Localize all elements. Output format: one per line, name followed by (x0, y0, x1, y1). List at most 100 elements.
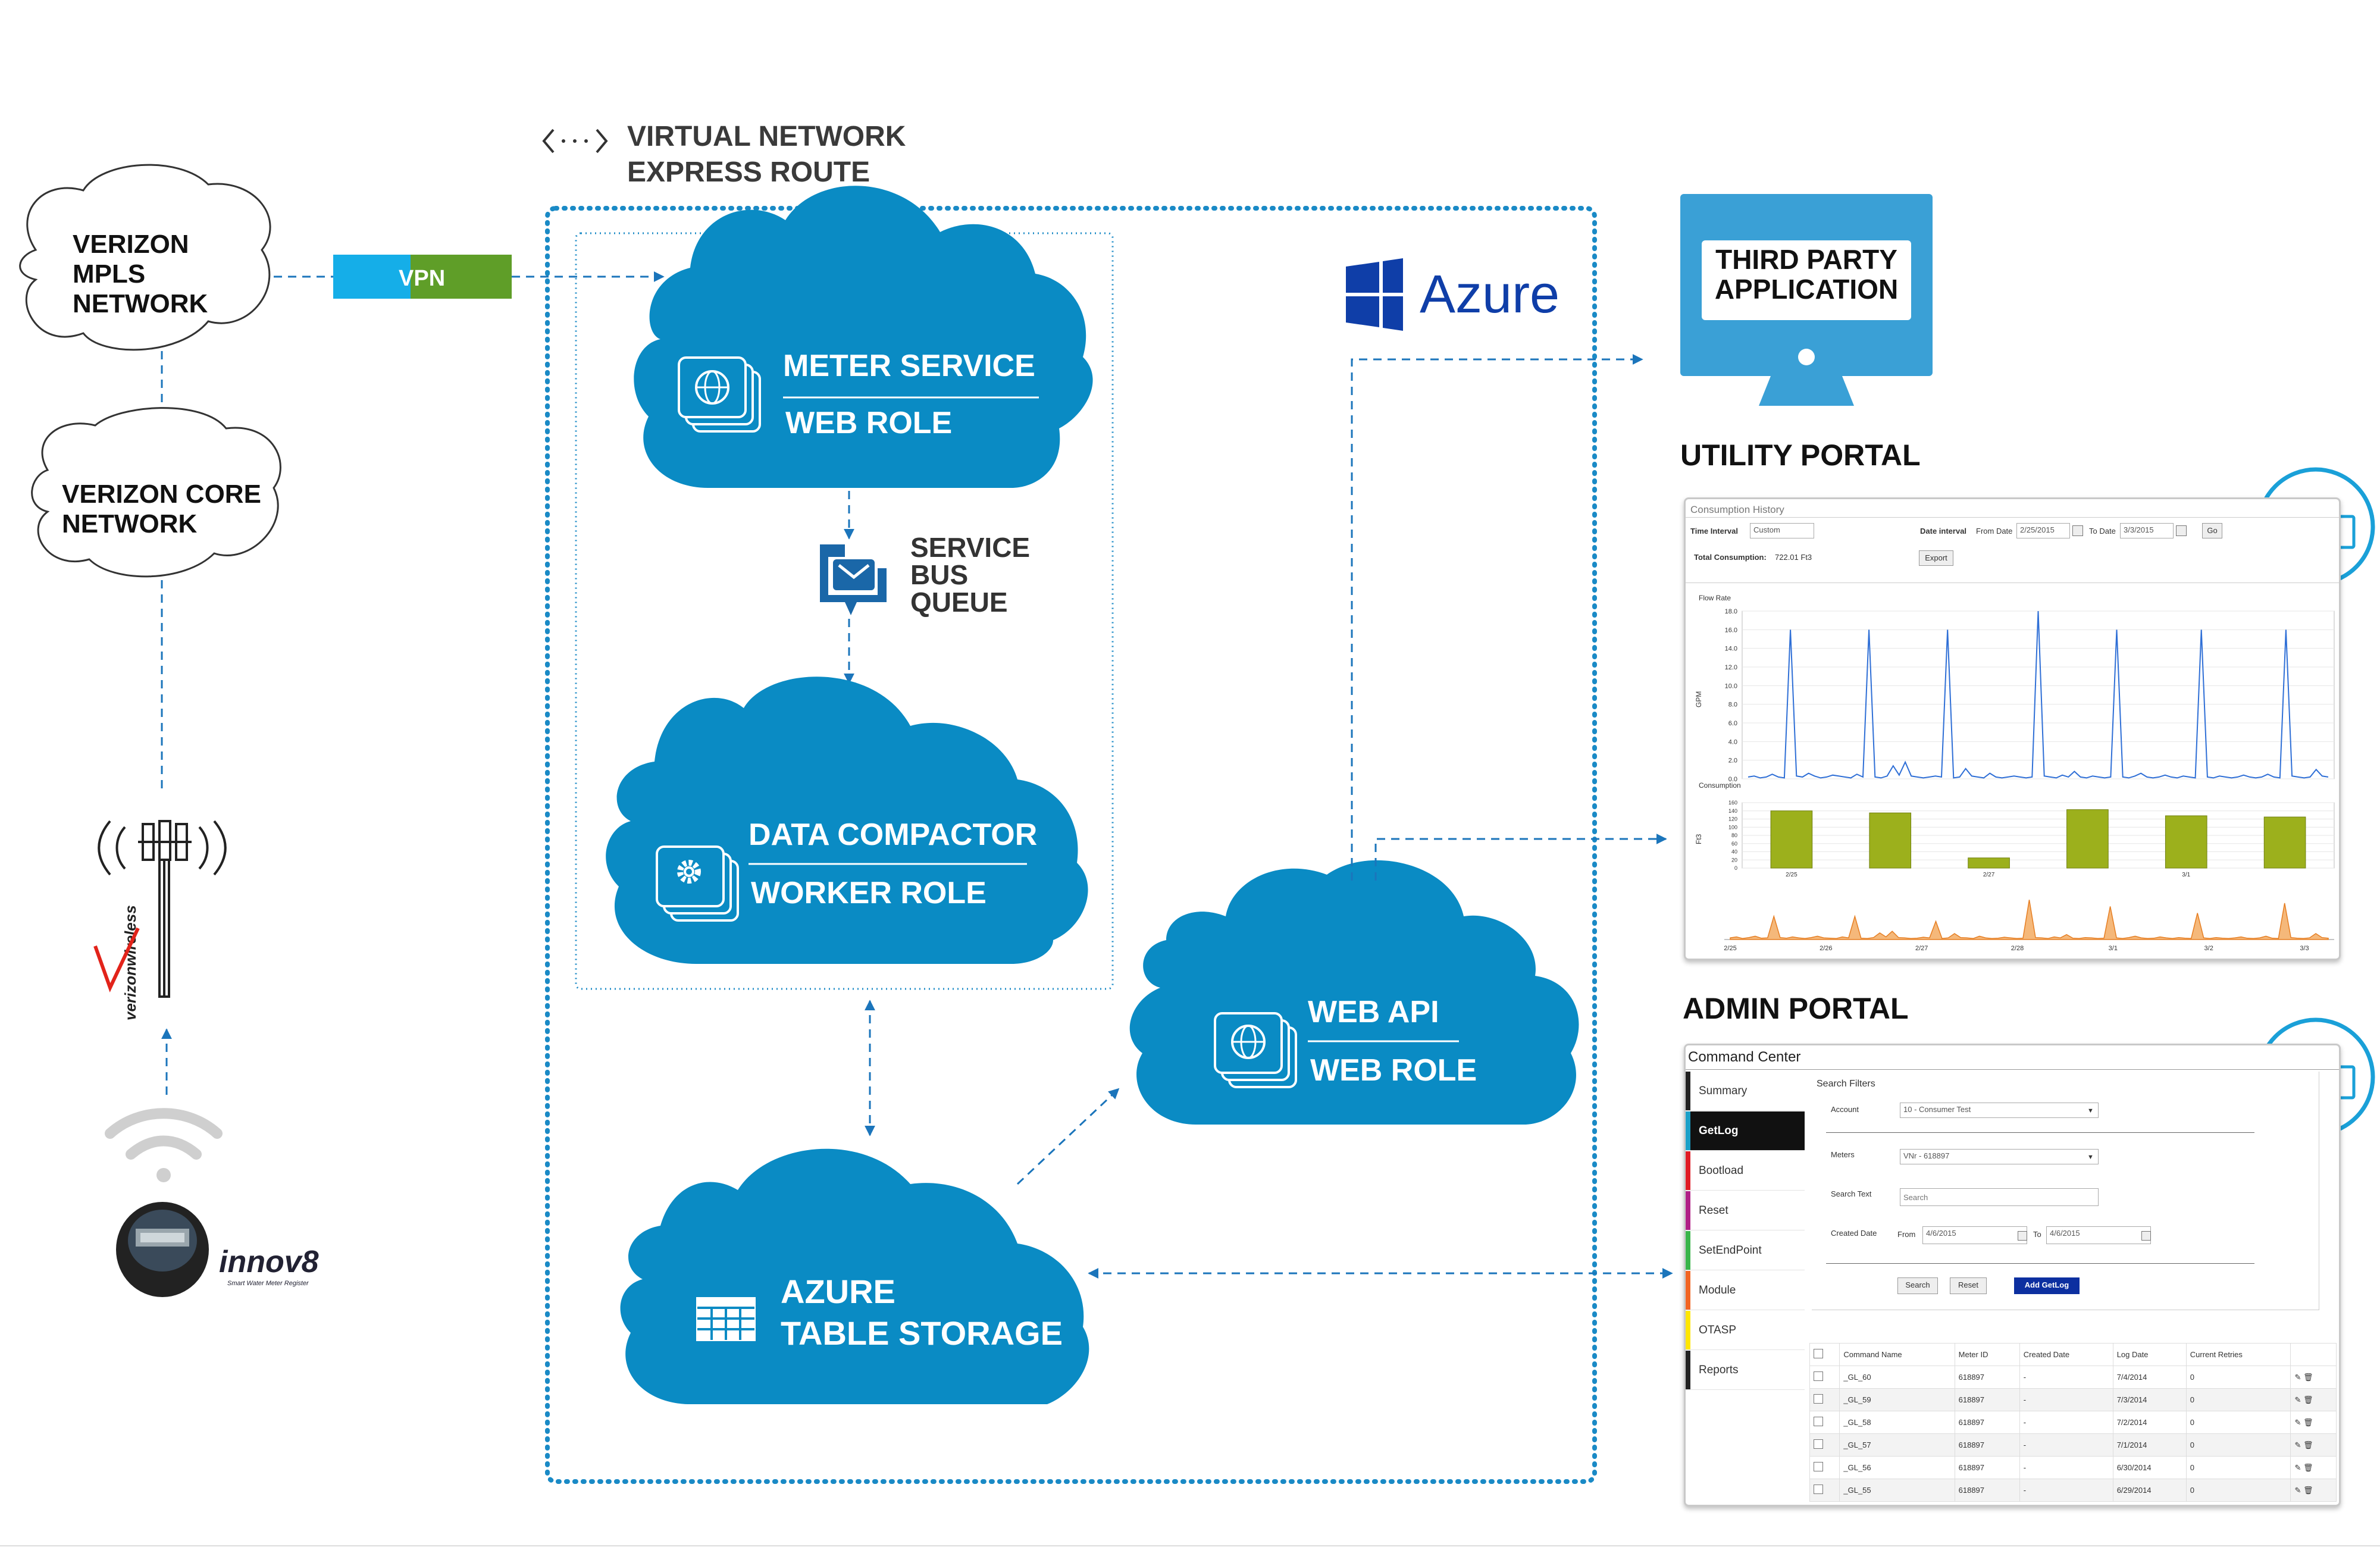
row-checkbox[interactable] (1809, 1433, 1840, 1457)
nav-item-getlog[interactable]: GetLog (1686, 1111, 1805, 1151)
trash-icon[interactable]: 🗑 (2303, 1440, 2313, 1449)
area-date-label: 3/3 (2300, 945, 2309, 952)
table-cell: - (2019, 1411, 2113, 1434)
innov8-logo: innov8 (219, 1245, 319, 1279)
reset-button[interactable]: Reset (1950, 1277, 1987, 1294)
search-button[interactable]: Search (1897, 1277, 1938, 1294)
row-checkbox[interactable] (1809, 1479, 1840, 1502)
flow-axis-label: GPM (1695, 691, 1703, 707)
meters-label: Meters (1831, 1150, 1855, 1159)
cons-tick-label: 140 (1728, 808, 1737, 814)
nav-color-bar (1686, 1271, 1690, 1310)
calendar-icon[interactable] (2072, 525, 2083, 536)
row-actions: ✎ 🗑 (2290, 1456, 2337, 1479)
nav-item-module[interactable]: Module (1686, 1271, 1805, 1310)
table-cell: 618897 (1954, 1456, 2020, 1479)
table-cell: - (2019, 1479, 2113, 1502)
edit-icon[interactable]: ✎ (2294, 1417, 2301, 1427)
utility-portal-window: Consumption History Time Interval Custom… (1684, 497, 2341, 960)
edit-icon[interactable]: ✎ (2294, 1440, 2301, 1449)
nav-item-reset[interactable]: Reset (1686, 1191, 1805, 1230)
trash-icon[interactable]: 🗑 (2303, 1417, 2313, 1427)
smart-meter-icon (116, 1202, 209, 1297)
nav-item-label: OTASP (1699, 1324, 1736, 1336)
bus-label-3: QUEUE (910, 587, 1008, 618)
edit-icon[interactable]: ✎ (2294, 1372, 2301, 1382)
nav-item-label: Reports (1699, 1364, 1739, 1376)
column-header[interactable]: Current Retries (2185, 1343, 2291, 1366)
vnet-title-line1: VIRTUAL NETWORK (627, 121, 906, 152)
go-button[interactable]: Go (2202, 523, 2222, 538)
edit-icon[interactable]: ✎ (2294, 1463, 2301, 1472)
trash-icon[interactable]: 🗑 (2303, 1485, 2313, 1495)
calendar-icon[interactable] (2141, 1231, 2151, 1241)
flow-series-line (1748, 610, 2329, 779)
utility-portal-heading: UTILITY PORTAL (1680, 439, 1921, 472)
nav-color-bar (1686, 1231, 1690, 1270)
verizon-check-mark (93, 927, 140, 992)
table-cell: 0 (2185, 1388, 2291, 1411)
chevron-down-icon: ▼ (2087, 1154, 2094, 1161)
table-cell: _GL_55 (1839, 1479, 1955, 1502)
column-header[interactable]: Command Name (1839, 1343, 1955, 1366)
nav-item-bootload[interactable]: Bootload (1686, 1151, 1805, 1191)
chevron-down-icon: ▼ (2087, 1107, 2094, 1114)
nav-item-reports[interactable]: Reports (1686, 1351, 1805, 1390)
trash-icon[interactable]: 🗑 (2303, 1372, 2313, 1382)
to-date-input[interactable]: 3/3/2015 (2120, 523, 2174, 538)
nav-item-otasp[interactable]: OTASP (1686, 1311, 1805, 1350)
area-date-label: 2/28 (2011, 945, 2024, 952)
flow-tick-label: 6.0 (1728, 720, 1737, 727)
table-cell: 7/3/2014 (2112, 1388, 2187, 1411)
cons-bar (1770, 810, 1813, 869)
nav-item-label: SetEndPoint (1699, 1244, 1762, 1257)
account-select[interactable]: 10 - Consumer Test (1900, 1103, 2099, 1118)
column-header[interactable]: Created Date (2019, 1343, 2113, 1366)
row-checkbox[interactable] (1809, 1366, 1840, 1389)
search-text-label: Search Text (1831, 1189, 1872, 1198)
search-filters-title: Search Filters (1817, 1079, 1875, 1089)
trash-icon[interactable]: 🗑 (2303, 1463, 2313, 1472)
edit-icon[interactable]: ✎ (2294, 1395, 2301, 1404)
code-brackets-icon (542, 129, 608, 154)
meters-select[interactable]: VNr - 618897 (1900, 1149, 2099, 1164)
search-input[interactable] (1900, 1188, 2099, 1206)
created-from-input[interactable]: 4/6/2015 (1922, 1226, 2027, 1244)
table-cell: 618897 (1954, 1433, 2020, 1457)
nav-item-summary[interactable]: Summary (1686, 1072, 1805, 1111)
created-to-input[interactable]: 4/6/2015 (2046, 1226, 2151, 1244)
select-all-checkbox[interactable] (1809, 1343, 1840, 1366)
column-header[interactable]: Log Date (2112, 1343, 2187, 1366)
export-button[interactable]: Export (1919, 550, 1953, 566)
nav-item-label: Bootload (1699, 1164, 1744, 1177)
nav-item-label: GetLog (1699, 1125, 1739, 1137)
calendar-icon[interactable] (2176, 525, 2187, 536)
column-header[interactable]: Meter ID (1954, 1343, 2020, 1366)
row-checkbox[interactable] (1809, 1411, 1840, 1434)
from-date-input[interactable]: 2/25/2015 (2016, 523, 2070, 538)
add-getlog-button[interactable]: Add GetLog (2014, 1277, 2080, 1294)
nav-item-setendpoint[interactable]: SetEndPoint (1686, 1231, 1805, 1270)
edit-icon[interactable]: ✎ (2294, 1485, 2301, 1495)
row-checkbox[interactable] (1809, 1388, 1840, 1411)
nav-color-bar (1686, 1311, 1690, 1349)
calendar-icon[interactable] (2018, 1231, 2027, 1241)
table-cell: - (2019, 1433, 2113, 1457)
from-date-label: From Date (1976, 527, 2013, 536)
flow-tick-label: 8.0 (1728, 702, 1737, 709)
time-interval-select[interactable]: Custom (1750, 523, 1814, 538)
table-cell: 618897 (1954, 1411, 2020, 1434)
trash-icon[interactable]: 🗑 (2303, 1395, 2313, 1404)
vpn-bar-left (333, 255, 411, 299)
row-checkbox[interactable] (1809, 1456, 1840, 1479)
meter-service-role: WEB ROLE (785, 406, 952, 440)
vpn-bar-right (411, 255, 512, 299)
third-party-label-1: THIRD PARTY (1715, 244, 1897, 275)
